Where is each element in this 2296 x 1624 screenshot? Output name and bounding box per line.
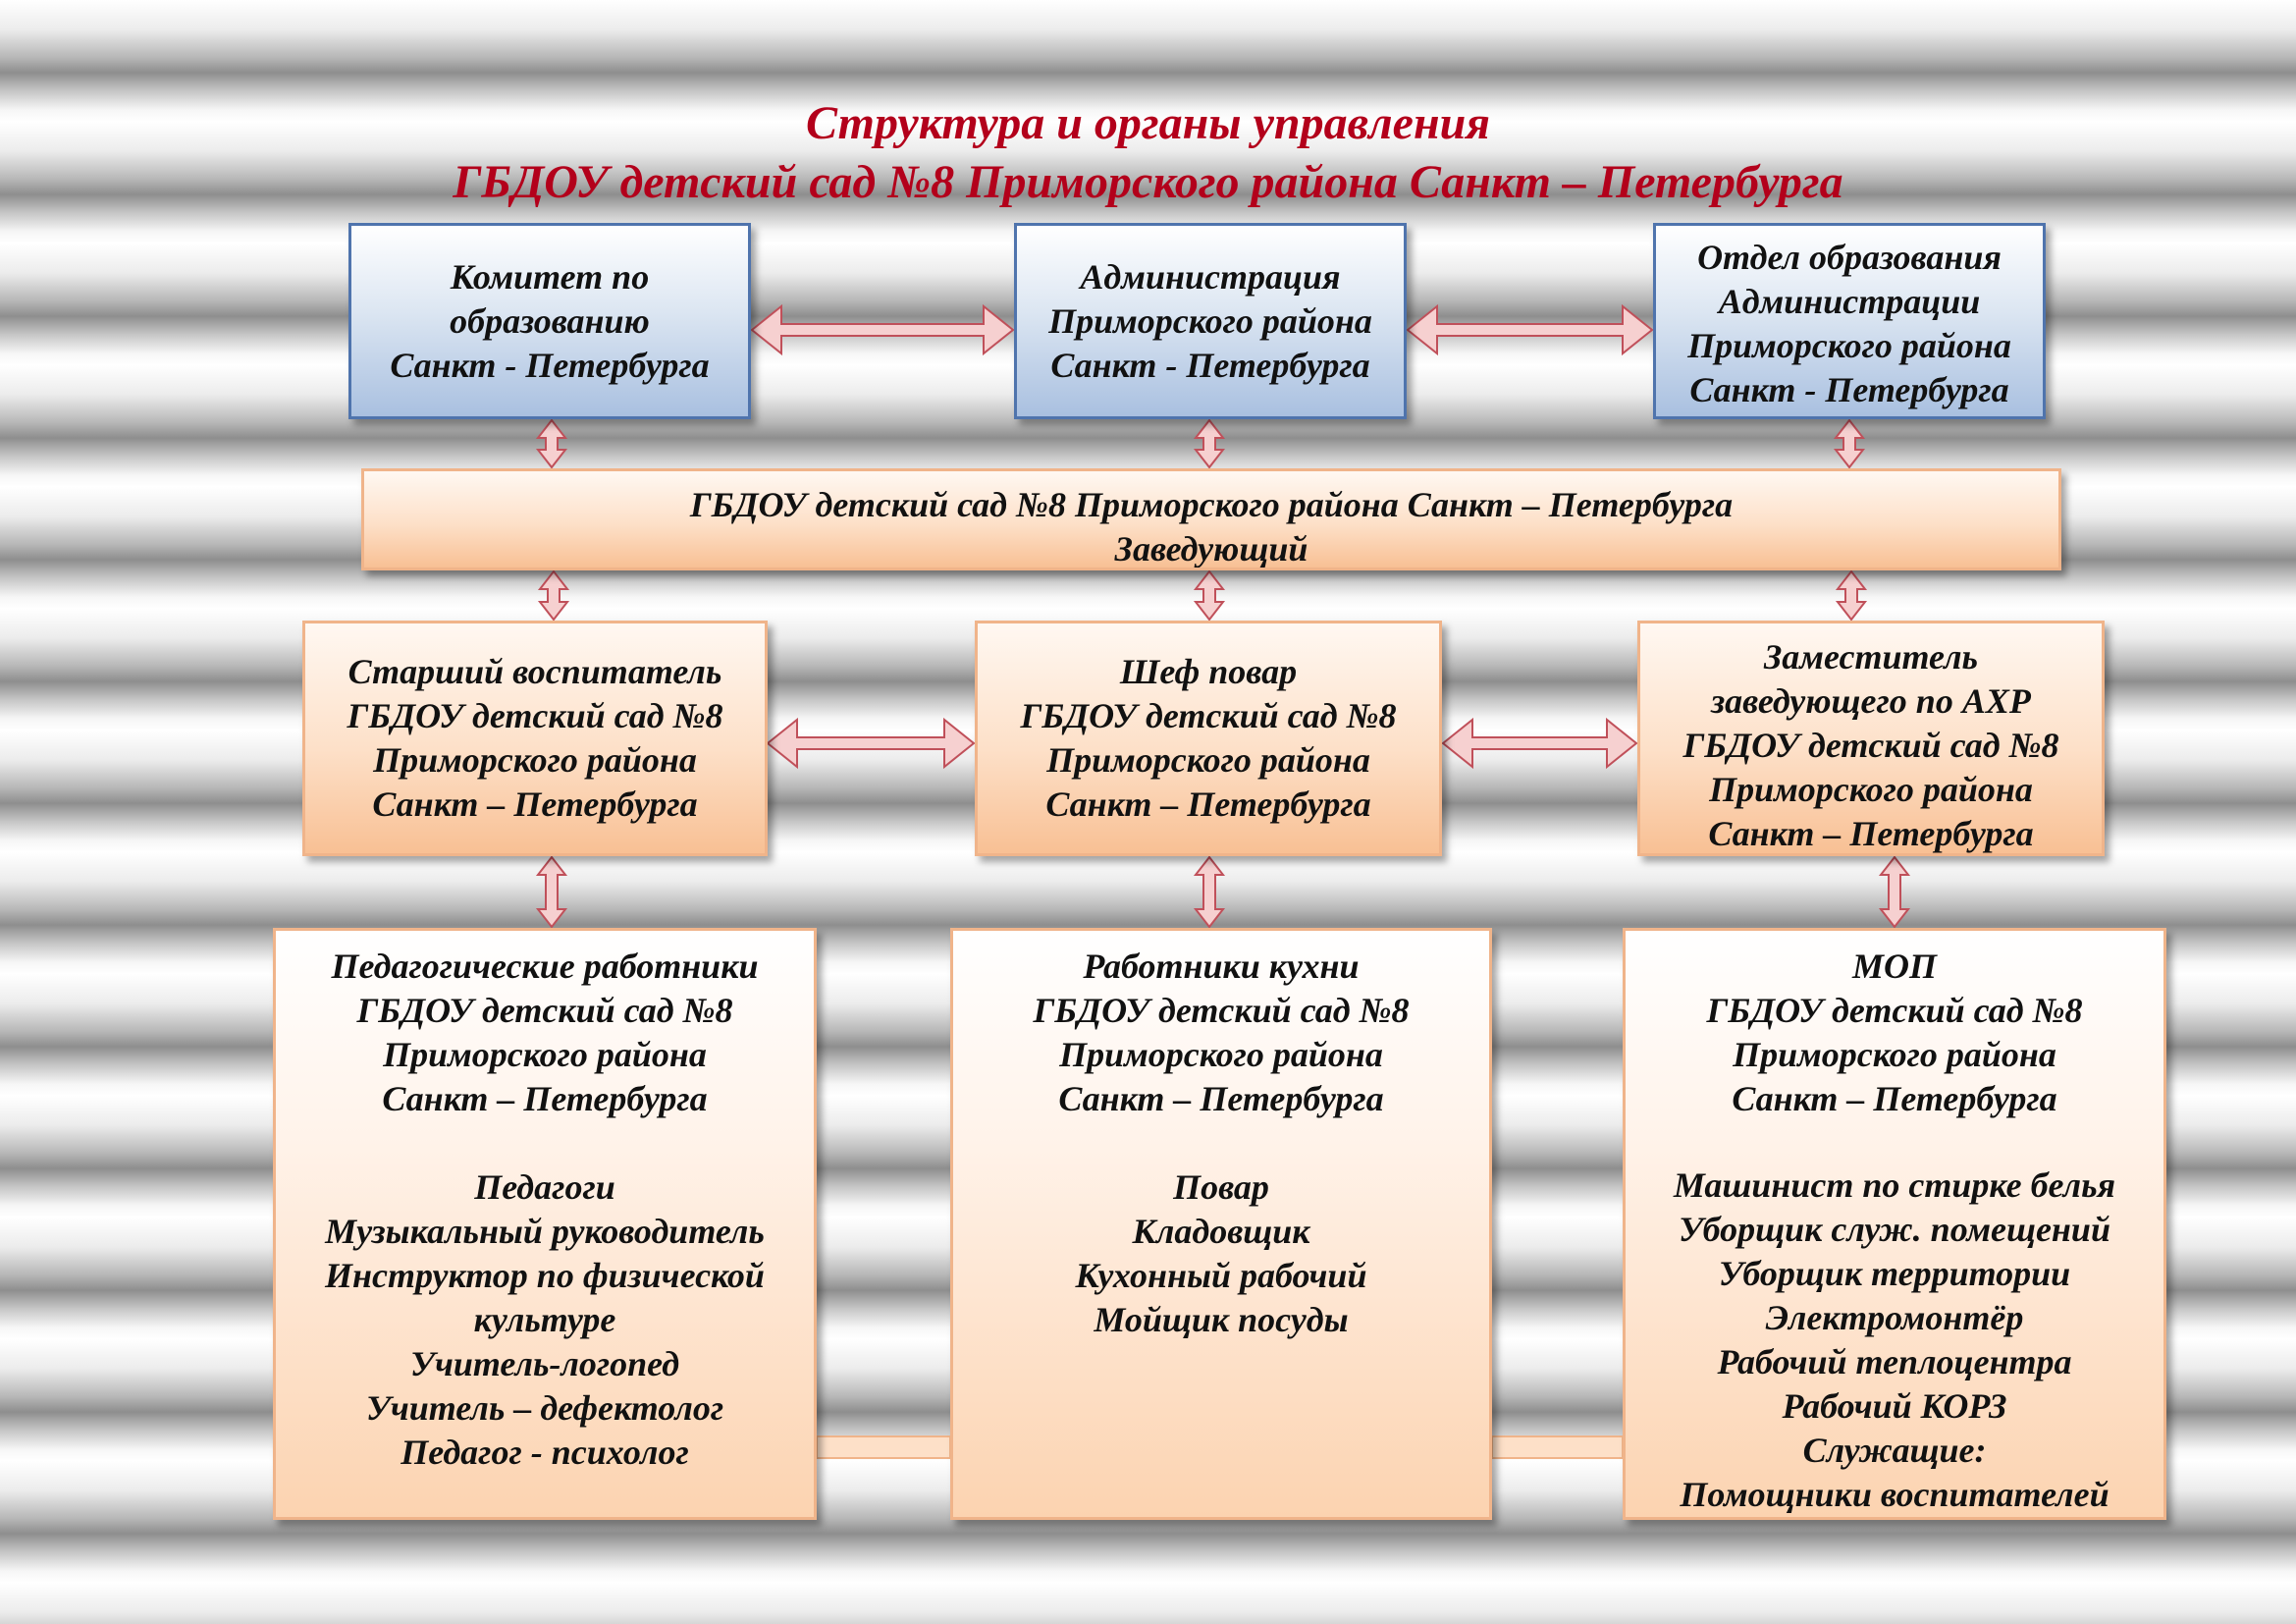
- arrow-head-senior-educator: [537, 569, 570, 622]
- arrow-senior-educator-chef: [766, 717, 976, 770]
- administration-line: Приморского района: [1048, 300, 1372, 341]
- arrow-senior-educator-pedagogical: [535, 855, 568, 929]
- senior-educator-box: Старший воспитатель ГБДОУ детский сад №8…: [302, 621, 768, 856]
- arrow-administration-head: [1193, 418, 1226, 469]
- head-box: ГБДОУ детский сад №8 Приморского района …: [361, 468, 2061, 570]
- kitchen-header-line: Санкт – Петербурга: [1058, 1079, 1384, 1118]
- pedagogical-staff-box: Педагогические работники ГБДОУ детский с…: [273, 928, 817, 1520]
- arrow-committee-head: [535, 418, 568, 469]
- administration-box: Администрация Приморского района Санкт -…: [1014, 223, 1407, 419]
- title-line-1: Структура и органы управления: [805, 97, 1491, 149]
- service-header-line: Приморского района: [1733, 1035, 2056, 1074]
- arrow-head-deputy-ahr: [1835, 569, 1868, 622]
- pedagogical-staff-item: культуре: [473, 1300, 616, 1339]
- arrow-deputy-ahr-service: [1878, 855, 1911, 929]
- arrow-administration-education-dept: [1406, 303, 1654, 356]
- committee-line: образованию: [450, 300, 650, 341]
- service-header-line: МОП: [1851, 947, 1937, 986]
- connector-pedagogical-kitchen: [816, 1435, 951, 1459]
- arrow-committee-administration: [750, 303, 1015, 356]
- head-line: ГБДОУ детский сад №8 Приморского района …: [689, 485, 1734, 524]
- senior-educator-line: Приморского района: [373, 740, 697, 780]
- kitchen-staff-item: Кухонный рабочий: [1075, 1256, 1367, 1295]
- education-dept-line: Администрации: [1718, 282, 1981, 321]
- kitchen-header-line: Работники кухни: [1083, 947, 1360, 986]
- service-staff-item: Рабочий КОРЗ: [1782, 1386, 2007, 1426]
- education-dept-line: Приморского района: [1687, 326, 2011, 365]
- service-staff-item: Уборщик служ. помещений: [1679, 1210, 2110, 1249]
- education-dept-box: Отдел образования Администрации Приморск…: [1653, 223, 2046, 419]
- administration-line: Администрация: [1080, 256, 1341, 297]
- deputy-ahr-line: Приморского района: [1709, 770, 2033, 809]
- pedagogical-staff-item: Музыкальный руководитель: [325, 1212, 765, 1251]
- committee-box: Комитет по образованию Санкт - Петербург…: [348, 223, 751, 419]
- administration-line: Санкт - Петербурга: [1050, 345, 1370, 385]
- education-dept-line: Санкт - Петербурга: [1689, 370, 2009, 409]
- arrow-head-chef: [1193, 569, 1226, 622]
- service-staff-item: Машинист по стирке белья: [1673, 1165, 2116, 1205]
- kitchen-header-line: Приморского района: [1059, 1035, 1383, 1074]
- deputy-ahr-line: Заместитель: [1763, 637, 1979, 677]
- pedagogical-header-line: Санкт – Петербурга: [382, 1079, 708, 1118]
- head-line: Заведующий: [1114, 529, 1308, 568]
- chef-line: Санкт – Петербурга: [1045, 785, 1371, 824]
- kitchen-header-line: ГБДОУ детский сад №8: [1033, 991, 1410, 1030]
- pedagogical-header-line: ГБДОУ детский сад №8: [356, 991, 733, 1030]
- arrow-chef-deputy-ahr: [1441, 717, 1638, 770]
- education-dept-line: Отдел образования: [1697, 238, 2002, 277]
- committee-line: Комитет по: [450, 256, 650, 297]
- kitchen-staff-item: Повар: [1173, 1167, 1269, 1207]
- deputy-ahr-line: заведующего по АХР: [1711, 681, 2031, 721]
- pedagogical-staff-item: Учитель – дефектолог: [365, 1388, 724, 1428]
- pedagogical-staff-item: Педагог - психолог: [400, 1433, 689, 1472]
- chef-box: Шеф повар ГБДОУ детский сад №8 Приморско…: [975, 621, 1442, 856]
- pedagogical-staff-item: Педагоги: [474, 1167, 615, 1207]
- kitchen-staff-box: Работники кухни ГБДОУ детский сад №8 При…: [950, 928, 1492, 1520]
- service-staff-item: Уборщик территории: [1718, 1254, 2071, 1293]
- committee-line: Санкт - Петербурга: [390, 345, 710, 385]
- service-staff-item: Рабочий теплоцентра: [1717, 1342, 2072, 1381]
- deputy-ahr-line: Санкт – Петербурга: [1708, 814, 2034, 853]
- title-line-2: ГБДОУ детский сад №8 Приморского района …: [453, 156, 1843, 208]
- senior-educator-line: ГБДОУ детский сад №8: [347, 696, 723, 735]
- chef-line: ГБДОУ детский сад №8: [1020, 696, 1397, 735]
- deputy-ahr-line: ГБДОУ детский сад №8: [1682, 726, 2059, 765]
- service-staff-box: МОП ГБДОУ детский сад №8 Приморского рай…: [1623, 928, 2166, 1520]
- deputy-ahr-box: Заместитель заведующего по АХР ГБДОУ дет…: [1637, 621, 2105, 856]
- kitchen-staff-item: Мойщик посуды: [1094, 1300, 1349, 1339]
- connector-kitchen-service: [1491, 1435, 1624, 1459]
- pedagogical-header-line: Приморского района: [383, 1035, 707, 1074]
- service-staff-item: Служащие:: [1802, 1431, 1987, 1470]
- chef-line: Приморского района: [1046, 740, 1370, 780]
- chef-line: Шеф повар: [1119, 652, 1298, 691]
- service-staff-item: Электромонтёр: [1765, 1298, 2024, 1337]
- arrow-chef-kitchen: [1193, 855, 1226, 929]
- senior-educator-line: Старший воспитатель: [347, 652, 722, 691]
- arrow-education-dept-head: [1833, 418, 1866, 469]
- pedagogical-header-line: Педагогические работники: [331, 947, 759, 986]
- service-staff-item: Помощники воспитателей: [1680, 1475, 2109, 1514]
- service-header-line: ГБДОУ детский сад №8: [1706, 991, 2083, 1030]
- pedagogical-staff-item: Инструктор по физической: [325, 1256, 765, 1295]
- senior-educator-line: Санкт – Петербурга: [372, 785, 698, 824]
- kitchen-staff-item: Кладовщик: [1132, 1212, 1310, 1251]
- pedagogical-staff-item: Учитель-логопед: [409, 1344, 680, 1383]
- service-header-line: Санкт – Петербурга: [1732, 1079, 2057, 1118]
